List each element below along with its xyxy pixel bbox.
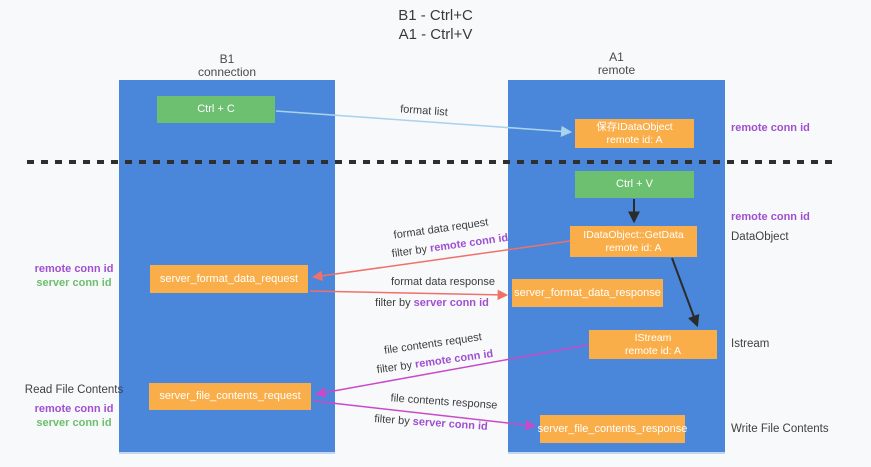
node-server-format-data-request: server_format_data_request [150,265,308,293]
node-server-file-contents-response: server_file_contents_response [537,415,688,443]
node-server-format-data-request-label: server_format_data_request [159,272,299,285]
title-line-1: B1 - Ctrl+C [398,7,473,24]
title-line-2: A1 - Ctrl+V [398,26,473,43]
node-istream-line1: IStream [634,331,672,344]
left-conn-id-group-1: remote conn id server conn id [20,262,128,290]
diagram-title: B1 - Ctrl+C A1 - Ctrl+V [0,6,871,44]
column-header-b1: B1 connection [119,53,335,79]
label-read-file-contents: Read File Contents [24,384,124,396]
column-header-a1: A1 remote [508,51,725,77]
column-b1-name: B1 [219,52,235,66]
label-filter-server-1: filter by server conn id [375,297,489,309]
label-remote-conn-id-top: remote conn id [731,122,810,134]
filter-remote-conn-id-text: remote conn id [429,231,509,255]
node-server-file-contents-request-label: server_file_contents_request [159,390,301,402]
node-save-idataobject-line2: remote id: A [606,133,663,146]
node-ctrl-v-label: Ctrl + V [616,178,653,190]
node-server-file-contents-request: server_file_contents_request [149,383,311,410]
node-getdata-line2: remote id: A [605,241,662,254]
filter-server-conn-id-text: server conn id [412,415,489,433]
filter-server-conn-id-text: server conn id [413,297,489,309]
label-remote-conn-id-mid: remote conn id [731,211,810,223]
filter-by-text: filter by [375,297,414,309]
node-save-idataobject-line1: 保存IDataObject [596,120,673,133]
label-istream: Istream [731,338,770,350]
format-data-response-arrow [309,289,509,301]
node-server-format-data-response: server_format_data_response [512,279,663,307]
filter-by-text: filter by [391,242,431,261]
label-left-server-conn-id-1: server conn id [36,277,112,289]
node-istream-line2: remote id: A [624,344,682,357]
filter-by-text: filter by [376,358,416,377]
node-server-file-contents-response-label: server_file_contents_response [537,422,688,435]
left-read-file-contents-group: Read File Contents remote conn id server… [20,383,128,430]
label-dataobject: DataObject [731,231,789,243]
label-left-remote-conn-id-2: remote conn id [34,403,114,415]
label-format-data-response: format data response [391,276,495,288]
node-server-format-data-response-label: server_format_data_response [514,286,661,299]
column-a1-name: A1 [609,50,624,64]
node-getdata-line1: IDataObject::GetData [583,228,684,241]
label-file-contents-response: file contents response [390,392,498,412]
column-a1-subtitle: remote [597,63,636,77]
node-idataobject-getdata: IDataObject::GetData remote id: A [570,226,697,257]
label-format-list: format list [399,103,449,119]
label-left-remote-conn-id-1: remote conn id [34,263,114,275]
label-left-server-conn-id-2: server conn id [36,417,112,429]
filter-by-text: filter by [373,413,414,428]
node-ctrl-v: Ctrl + V [575,171,694,198]
filter-remote-conn-id-text: remote conn id [414,347,494,371]
label-filter-server-2: filter by server conn id [374,413,488,433]
node-ctrl-c: Ctrl + C [157,96,275,123]
phase-divider-dashed-line [27,160,833,164]
column-b1-subtitle: connection [197,65,257,79]
node-istream: IStream remote id: A [589,330,717,359]
node-save-idataobject: 保存IDataObject remote id: A [575,119,694,148]
label-write-file-contents: Write File Contents [731,423,829,435]
node-ctrl-c-label: Ctrl + C [197,103,235,115]
